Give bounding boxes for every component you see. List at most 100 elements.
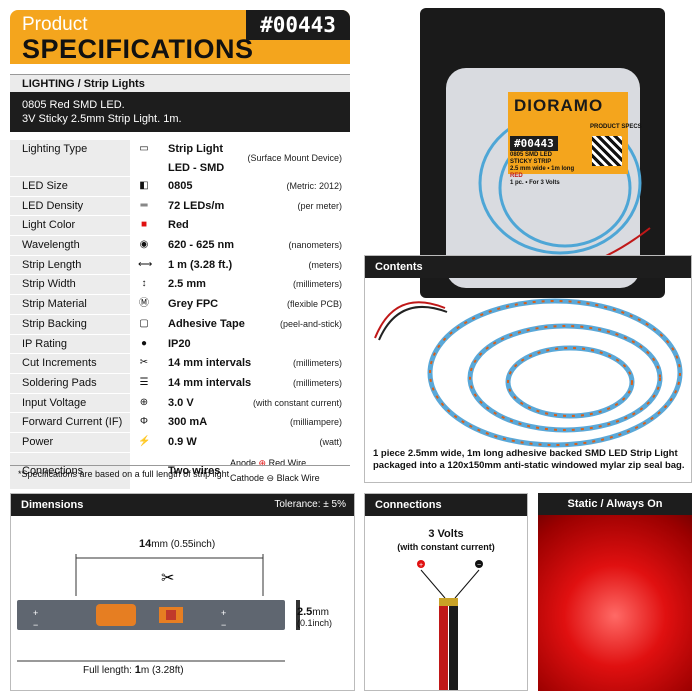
spec-value: 620 - 625 nm bbox=[168, 236, 234, 255]
package-specs-label: PRODUCT SPECS bbox=[590, 124, 642, 130]
spec-note: (Metric: 2012) bbox=[286, 181, 342, 191]
spec-key: Wavelength bbox=[10, 236, 130, 255]
wavelength-icon: ◉ bbox=[139, 239, 149, 251]
svg-text:+: + bbox=[33, 608, 38, 618]
material-icon: Ⓜ bbox=[139, 298, 149, 310]
svg-text:−: − bbox=[221, 620, 226, 630]
wire-diagram: + − bbox=[417, 560, 483, 690]
dimensions-panel: Dimensions Tolerance: ± 5% 14mm (0.55inc… bbox=[10, 493, 355, 691]
spec-value: 1 m (3.28 ft.) bbox=[168, 256, 232, 275]
spec-value-line: IP20 bbox=[168, 337, 191, 350]
qr-code bbox=[592, 136, 622, 166]
spec-key: Forward Current (IF) bbox=[10, 413, 130, 432]
cathode-label: Cathode bbox=[230, 472, 265, 483]
spec-key: Strip Width bbox=[10, 275, 130, 295]
spec-value: 3.0 V bbox=[168, 394, 194, 413]
spec-value-line: 14 mm intervals bbox=[168, 357, 252, 370]
spec-row: Light Color■Red bbox=[10, 216, 350, 237]
spec-value: Grey FPC bbox=[168, 295, 218, 314]
package-info: 0805 SMD LED STICKY STRIP 2.5 mm wide • … bbox=[510, 152, 574, 187]
spec-value: Two wires bbox=[168, 464, 221, 477]
spec-row: Cut Increments✂14 mm intervals(millimete… bbox=[10, 354, 350, 374]
strip-dimension-diagram: ✂ + − + − bbox=[17, 554, 300, 662]
black-wire-label: Black Wire bbox=[276, 472, 320, 483]
spec-value: Red bbox=[168, 216, 189, 235]
spec-key: Power bbox=[10, 432, 130, 452]
connections-title: Connections bbox=[365, 494, 527, 516]
spec-note: (millimeters) bbox=[293, 377, 342, 388]
package-sku: #00443 bbox=[510, 136, 558, 151]
anode-plus-icon: ⊕ bbox=[258, 457, 267, 468]
package-image: DIORAMO #00443 0805 SMD LED STICKY STRIP… bbox=[420, 8, 665, 298]
package-line-2: STICKY STRIP bbox=[510, 159, 552, 165]
description-line-1: 0805 Red SMD LED. bbox=[22, 99, 125, 111]
width-label: 2.5mm (0.1inch) bbox=[297, 606, 332, 629]
spec-value-line-2: LED - SMD bbox=[168, 161, 225, 174]
full-length-unit: m bbox=[140, 665, 150, 676]
spec-note: (millimeters) bbox=[293, 279, 342, 290]
svg-text:−: − bbox=[477, 562, 481, 569]
spec-row: LED Density═72 LEDs/m(per meter) bbox=[10, 196, 350, 217]
spec-value-line: Grey FPC bbox=[168, 298, 219, 311]
cut-mm-value: 14 bbox=[139, 538, 152, 550]
category-label: LIGHTING / Strip Lights bbox=[10, 74, 350, 92]
full-length-value: 1 bbox=[134, 664, 141, 676]
spec-row: Soldering Pads☰14 mm intervals(millimete… bbox=[10, 373, 350, 394]
constant-current-label: (with constant current) bbox=[397, 542, 495, 552]
spec-value: 0805 bbox=[168, 177, 192, 196]
spec-value-line: 300 mA bbox=[168, 416, 208, 429]
svg-text:+: + bbox=[221, 608, 226, 618]
full-length-label: Full length: 1m (3.28ft) bbox=[83, 664, 184, 676]
cut-inch-value: (0.55inch) bbox=[170, 539, 216, 550]
spec-key: Soldering Pads bbox=[10, 373, 130, 393]
spec-value: 0.9 W bbox=[168, 433, 197, 452]
svg-text:+: + bbox=[419, 562, 423, 569]
package-line-1: 0805 SMD LED bbox=[510, 152, 553, 158]
led-size-icon: ◧ bbox=[139, 180, 149, 191]
cathode-minus-icon: ⊖ bbox=[266, 472, 275, 483]
dimensions-title: Dimensions bbox=[11, 494, 354, 516]
package-line-5: 1 pc. • For 3 Volts bbox=[510, 180, 560, 186]
width-mm-value: 2.5 bbox=[297, 606, 313, 618]
scissors-icon: ✂ bbox=[139, 357, 149, 369]
sku-badge: #00443 bbox=[246, 10, 350, 40]
length-icon: ⟷ bbox=[138, 258, 153, 270]
spec-row: Wavelength◉620 - 625 nm(nanometers) bbox=[10, 236, 350, 256]
spec-key: Cut Increments bbox=[10, 354, 130, 373]
spec-note: (Surface Mount Device) bbox=[247, 153, 342, 163]
drop-icon: ● bbox=[140, 337, 148, 349]
spec-note: (per meter) bbox=[297, 200, 342, 211]
full-length-text: Full length: bbox=[83, 665, 132, 676]
spec-note: (flexible PCB) bbox=[286, 299, 342, 310]
spec-key: Strip Length bbox=[10, 255, 130, 275]
red-wire-label: Red Wire bbox=[268, 457, 307, 468]
description-line-2: 3V Sticky 2.5mm Strip Light. 1m. bbox=[22, 113, 182, 125]
spec-value-line: Strip Light bbox=[168, 143, 223, 155]
package-logo: DIORAMO bbox=[514, 96, 604, 115]
header-big-title: SPECIFICATIONS bbox=[22, 34, 254, 64]
width-icon: ↕ bbox=[141, 278, 147, 290]
spec-key: Connections bbox=[10, 452, 130, 489]
spec-row: Input Voltage⊕3.0 V(with constant curren… bbox=[10, 393, 350, 414]
contents-title: Contents bbox=[365, 256, 691, 278]
spec-value: 2.5 mm bbox=[168, 275, 206, 294]
spec-key: Strip Backing bbox=[10, 314, 130, 334]
full-length-feet: (3.28ft) bbox=[151, 665, 184, 676]
spec-row: LED Size◧0805(Metric: 2012) bbox=[10, 177, 350, 197]
spec-value-line: 0805 bbox=[168, 180, 193, 192]
spec-value-line: 2.5 mm bbox=[168, 278, 206, 291]
spec-value-line: Red bbox=[168, 219, 189, 232]
spec-key: Input Voltage bbox=[10, 393, 130, 413]
static-panel: Static / Always On bbox=[538, 493, 692, 691]
description-box: 0805 Red SMD LED. 3V Sticky 2.5mm Strip … bbox=[10, 92, 350, 132]
anode-label: Anode bbox=[230, 457, 257, 468]
connections-panel: Connections 3 Volts (with constant curre… bbox=[364, 493, 528, 691]
cut-mm-unit: mm bbox=[151, 539, 168, 550]
spec-key: Light Color bbox=[10, 216, 130, 236]
spec-note: (peel-and-stick) bbox=[279, 318, 342, 329]
spec-value-line: 0.9 W bbox=[168, 435, 197, 448]
